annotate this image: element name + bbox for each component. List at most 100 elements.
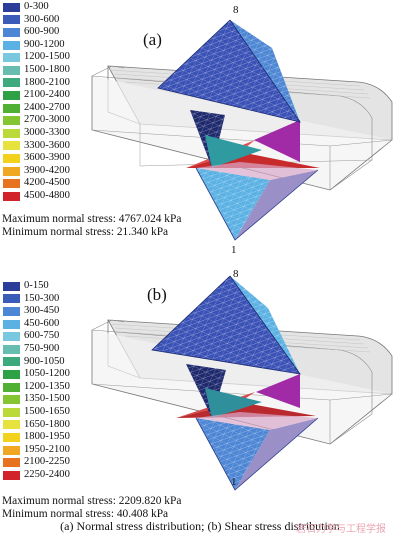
legend-item: 450-600 [3, 318, 70, 331]
legend-swatch [3, 369, 20, 379]
node-label-bottom-b: 1 [231, 476, 237, 488]
legend-label: 1950-2100 [24, 443, 70, 455]
legend-swatch [3, 141, 20, 151]
min-stress-a: Minimum normal stress: 21.340 kPa [2, 225, 169, 238]
legend-label: 300-600 [24, 13, 60, 25]
legend-label: 300-450 [24, 305, 60, 317]
legend-label: 900-1200 [24, 38, 65, 50]
legend-swatch [3, 103, 20, 113]
legend-label: 1200-1350 [24, 380, 70, 392]
legend-item: 1050-1200 [3, 368, 70, 381]
stress-legend-a: 0-300 300-600 600-900 900-1200 1200-1500… [3, 1, 70, 203]
stress-summary-b: Maximum normal stress: 2209.820 kPa Mini… [2, 495, 181, 520]
legend-label: 0-300 [24, 1, 49, 12]
legend-swatch [3, 2, 20, 12]
legend-swatch [3, 53, 20, 63]
node-label-top-a: 8 [233, 4, 239, 16]
stress-legend-b: 0-150 150-300 300-450 450-600 600-750 75… [3, 280, 70, 482]
legend-label: 4200-4500 [24, 177, 70, 189]
legend-label: 2100-2400 [24, 89, 70, 101]
legend-swatch [3, 470, 20, 480]
legend-swatch [3, 166, 20, 176]
legend-item: 1800-1950 [3, 431, 70, 444]
legend-swatch [3, 153, 20, 163]
legend-swatch [3, 332, 20, 342]
max-stress-a: Maximum normal stress: 4767.024 kPa [2, 213, 182, 225]
legend-swatch [3, 319, 20, 329]
wedge-block-a [157, 19, 320, 241]
journal-watermark: 岩石力学与工程学报 [296, 524, 386, 535]
legend-swatch [3, 65, 20, 75]
legend-item: 2100-2250 [3, 456, 70, 469]
legend-item: 1500-1650 [3, 406, 70, 419]
legend-swatch [3, 420, 20, 430]
legend-label: 900-1050 [24, 355, 65, 367]
legend-item: 1950-2100 [3, 444, 70, 457]
legend-item: 150-300 [3, 293, 70, 306]
legend-swatch [3, 458, 20, 468]
legend-item: 900-1050 [3, 356, 70, 369]
legend-swatch [3, 27, 20, 37]
legend-item: 3000-3300 [3, 127, 70, 140]
legend-item: 2250-2400 [3, 469, 70, 482]
legend-swatch [3, 179, 20, 189]
legend-item: 1500-1800 [3, 64, 70, 77]
legend-swatch [3, 128, 20, 138]
legend-label: 600-900 [24, 26, 60, 38]
legend-swatch [3, 344, 20, 354]
wedge-block-b [151, 275, 319, 491]
legend-swatch [3, 407, 20, 417]
legend-item: 2700-3000 [3, 114, 70, 127]
min-stress-b: Minimum normal stress: 40.408 kPa [2, 507, 169, 520]
legend-swatch [3, 382, 20, 392]
legend-item: 0-150 [3, 280, 70, 293]
legend-label: 1650-1800 [24, 418, 70, 430]
legend-label: 2400-2700 [24, 101, 70, 113]
legend-item: 300-600 [3, 14, 70, 27]
legend-item: 600-900 [3, 26, 70, 39]
legend-item: 4500-4800 [3, 190, 70, 203]
legend-label: 150-300 [24, 292, 60, 304]
legend-label: 600-750 [24, 330, 60, 342]
legend-swatch [3, 306, 20, 316]
legend-item: 3600-3900 [3, 152, 70, 165]
wedge-tunnel-model-b [91, 275, 393, 491]
legend-item: 3900-4200 [3, 165, 70, 178]
legend-item: 3300-3600 [3, 140, 70, 153]
wedge-tunnel-model-a [91, 19, 393, 241]
legend-item: 1200-1350 [3, 381, 70, 394]
legend-swatch [3, 432, 20, 442]
legend-swatch [3, 281, 20, 291]
legend-label: 3300-3600 [24, 139, 70, 151]
legend-label: 2100-2250 [24, 456, 70, 468]
node-label-top-b: 8 [233, 268, 239, 280]
figure-caption: (a) Normal stress distribution; (b) Shea… [60, 519, 340, 533]
legend-label: 1800-1950 [24, 431, 70, 443]
legend-item: 1650-1800 [3, 419, 70, 432]
legend-label: 4500-4800 [24, 189, 70, 201]
legend-label: 1200-1500 [24, 51, 70, 63]
legend-item: 2400-2700 [3, 102, 70, 115]
legend-label: 750-900 [24, 342, 60, 354]
legend-swatch [3, 15, 20, 25]
legend-item: 300-450 [3, 305, 70, 318]
legend-label: 1500-1800 [24, 63, 70, 75]
legend-item: 4200-4500 [3, 177, 70, 190]
legend-swatch [3, 191, 20, 201]
legend-label: 2700-3000 [24, 114, 70, 126]
legend-swatch [3, 90, 20, 100]
stress-summary-a: Maximum normal stress: 4767.024 kPa Mini… [2, 213, 181, 238]
legend-item: 1350-1500 [3, 393, 70, 406]
legend-label: 3900-4200 [24, 164, 70, 176]
panel-b: 0-150 150-300 300-450 450-600 600-750 75… [0, 268, 400, 520]
max-stress-b: Maximum normal stress: 2209.820 kPa [2, 495, 182, 507]
legend-item: 1200-1500 [3, 51, 70, 64]
legend-item: 2100-2400 [3, 89, 70, 102]
legend-label: 450-600 [24, 317, 60, 329]
legend-item: 900-1200 [3, 39, 70, 52]
legend-item: 750-900 [3, 343, 70, 356]
legend-swatch [3, 116, 20, 126]
legend-swatch [3, 445, 20, 455]
panel-label-a: (a) [143, 30, 162, 49]
legend-label: 1050-1200 [24, 368, 70, 380]
